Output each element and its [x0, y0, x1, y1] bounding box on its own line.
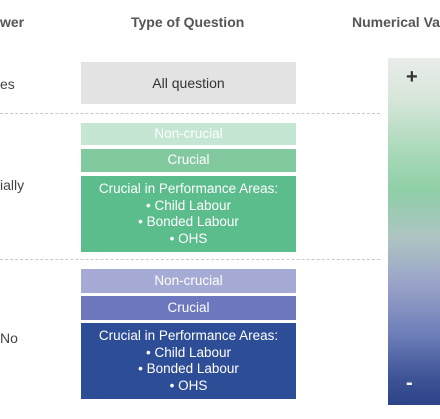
- partially-non-crucial-label: Non-crucial: [154, 125, 223, 141]
- partially-non-crucial-box: Non-crucial: [81, 123, 296, 145]
- row-divider-1: [0, 113, 380, 114]
- no-performance-item: • Child Labour: [145, 344, 232, 360]
- plus-sign: +: [406, 66, 418, 88]
- partially-performance-item: • OHS: [169, 230, 208, 246]
- answer-header: wer: [0, 14, 25, 30]
- no-performance-title: Crucial in Performance Areas:: [98, 328, 279, 343]
- no-performance-box: Crucial in Performance Areas: • Child La…: [81, 323, 296, 399]
- partially-performance-box: Crucial in Performance Areas: • Child La…: [81, 176, 296, 252]
- partially-performance-item: • Bonded Labour: [138, 214, 239, 229]
- no-crucial-box: Crucial: [81, 296, 296, 320]
- minus-sign: -: [406, 372, 413, 394]
- no-performance-item: • Bonded Labour: [138, 361, 239, 376]
- answer-partially-label: ially: [0, 177, 25, 193]
- answer-yes-label: es: [0, 76, 15, 92]
- numerical-value-header: Numerical Va: [352, 14, 440, 30]
- no-non-crucial-label: Non-crucial: [154, 272, 223, 288]
- no-non-crucial-box: Non-crucial: [81, 269, 296, 293]
- type-of-question-header: Type of Question: [131, 14, 245, 30]
- all-question-box: All question: [81, 62, 296, 104]
- row-divider-2: [0, 259, 380, 260]
- all-question-label: All question: [152, 74, 225, 91]
- numerical-value-gradient-bar: [388, 58, 440, 405]
- partially-crucial-label: Crucial: [167, 152, 210, 168]
- answer-no-label: No: [0, 330, 18, 346]
- no-performance-item: • OHS: [169, 377, 208, 393]
- partially-performance-item: • Child Labour: [145, 197, 232, 213]
- partially-performance-title: Crucial in Performance Areas:: [98, 181, 279, 196]
- partially-crucial-box: Crucial: [81, 149, 296, 172]
- no-crucial-label: Crucial: [167, 299, 210, 315]
